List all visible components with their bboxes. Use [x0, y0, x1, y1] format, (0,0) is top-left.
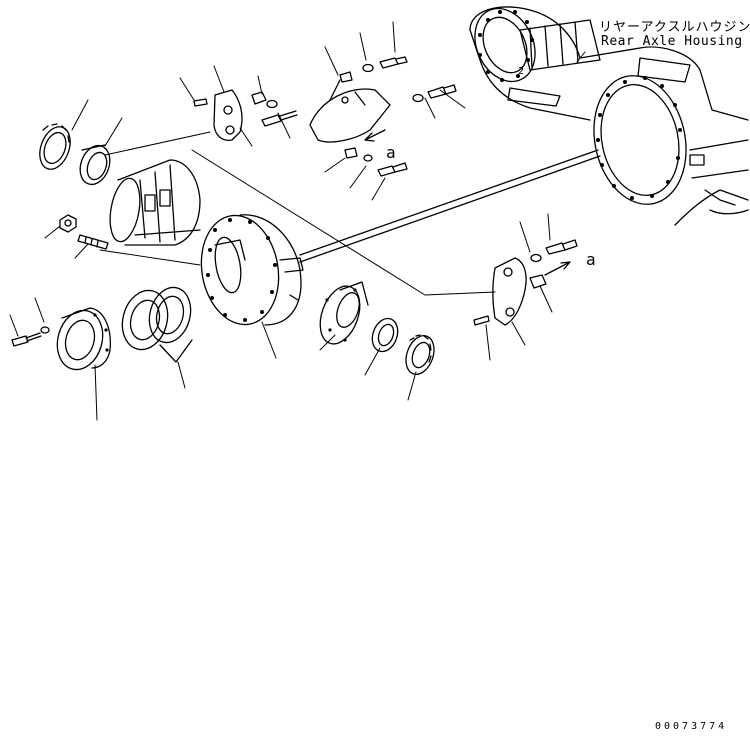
bolt-left [261, 110, 298, 127]
ref-mark-a-top: a [386, 143, 396, 162]
washer-small [363, 154, 373, 162]
stud [77, 234, 109, 250]
bearing-cup-right [371, 317, 399, 353]
bolt-small [377, 162, 408, 177]
cap-cover [309, 79, 391, 143]
carrier-housing [200, 214, 304, 326]
housing-label-jp: リヤーアクスルハウジング [599, 20, 750, 35]
bolt-lower-left [11, 332, 42, 347]
roller-bearing [405, 334, 435, 375]
washer-top [362, 63, 374, 73]
lock-plate-right [529, 274, 547, 289]
housing-label-en: Rear Axle Housing [601, 34, 743, 49]
bearing-cap-left [213, 89, 243, 141]
lock-plate-top [339, 71, 353, 83]
housing-end-flange-bolts [478, 10, 534, 82]
drawing-number: 00073774 [655, 721, 728, 732]
svg-text:2: 2 [518, 66, 524, 77]
housing-center-flange-bolts [596, 76, 682, 200]
nut [59, 214, 77, 233]
bolt-right-cap [545, 239, 578, 255]
bearing-cap-right [492, 257, 527, 326]
differential-case [109, 159, 201, 246]
washer-right [412, 93, 424, 103]
washer-right-cap [530, 253, 542, 263]
bolt-top [379, 56, 408, 69]
dowel-pin-right [473, 315, 490, 326]
bearing-retainer [319, 281, 369, 345]
assembly-lines [99, 131, 496, 296]
arrow-a-top [364, 129, 386, 142]
bearing-cup [79, 144, 111, 186]
ref-mark-a-right: a [586, 250, 596, 269]
washer-lower-left [40, 326, 50, 334]
dowel-pin-left [193, 98, 208, 107]
washer-left [266, 99, 278, 109]
axle-shaft [299, 149, 601, 263]
oil-seal [39, 123, 71, 170]
rear-axle-housing [469, 6, 749, 226]
arrow-a-right [544, 261, 571, 276]
lock-plate-small [344, 147, 358, 159]
bearing-cage [56, 307, 111, 371]
leader-lines [9, 21, 586, 421]
lock-plate-left [251, 91, 267, 105]
shims [121, 286, 193, 363]
